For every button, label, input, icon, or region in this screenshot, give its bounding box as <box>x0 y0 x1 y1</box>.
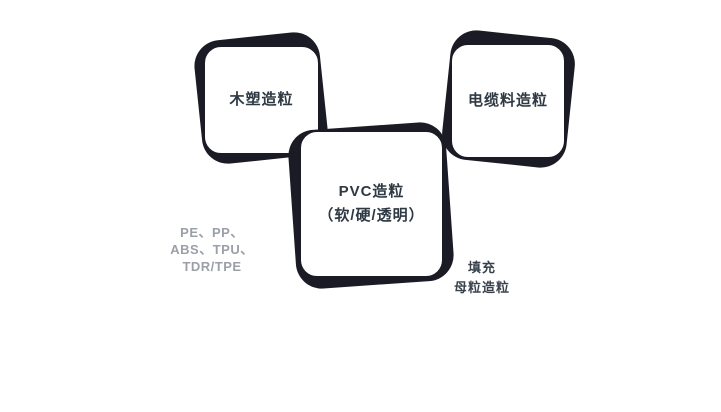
box-cable-material-face: 电缆料造粒 <box>450 43 566 159</box>
box-cable-material-label: 电缆料造粒 <box>467 92 548 109</box>
box-wood-plastic-face: 木塑造粒 <box>203 45 320 155</box>
materials-line-1: PE、PP、 <box>180 225 244 240</box>
box-wood-plastic-label: 木塑造粒 <box>229 91 294 108</box>
filler-masterbatch-text-block: 填充 母粒造粒 <box>432 258 532 298</box>
materials-line-3: TDR/TPE <box>182 259 242 274</box>
box-wood-plastic: 木塑造粒 <box>191 29 331 167</box>
box-pvc-granulation-label-line1: PVC造粒 <box>338 183 405 200</box>
box-pvc-granulation-label-line2: （软/硬/透明） <box>318 207 425 224</box>
box-pvc-granulation-face: PVC造粒 （软/硬/透明） <box>299 130 444 278</box>
materials-text-block: PE、PP、 ABS、TPU、 TDR/TPE <box>157 224 267 275</box>
filler-line-1: 填充 <box>467 260 496 275</box>
box-pvc-granulation: PVC造粒 （软/硬/透明） <box>286 120 456 291</box>
box-cable-material: 电缆料造粒 <box>439 27 578 171</box>
materials-line-2: ABS、TPU、 <box>170 242 254 257</box>
filler-line-2: 母粒造粒 <box>453 280 510 295</box>
